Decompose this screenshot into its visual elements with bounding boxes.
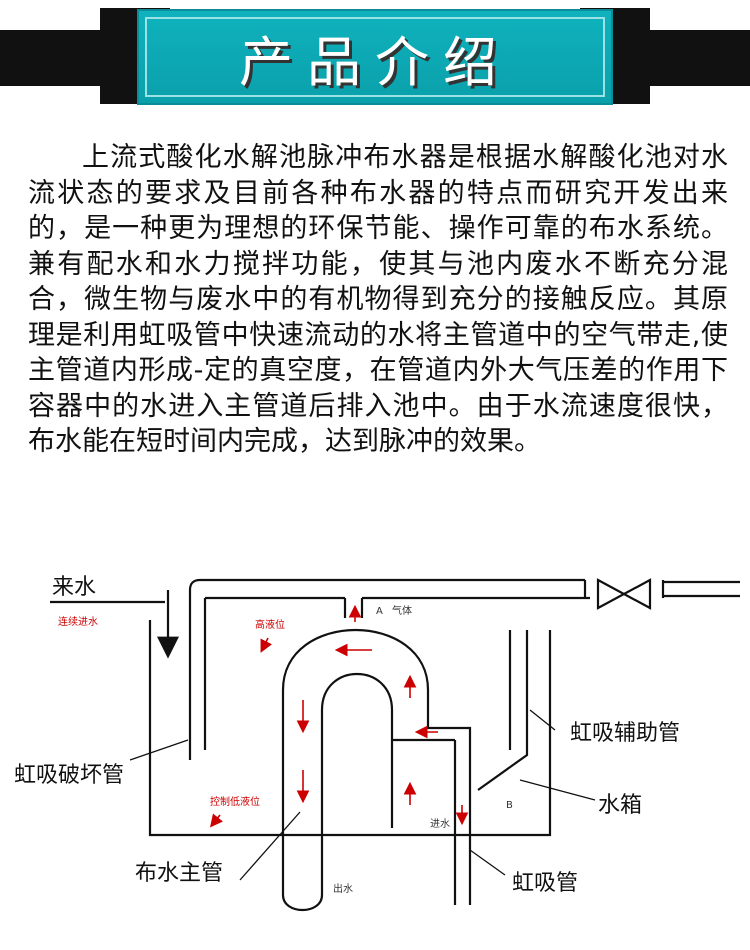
leader-siphon-aux	[529, 709, 556, 731]
label-high-level: 高液位	[255, 618, 285, 631]
main-pipe-outer	[281, 628, 472, 905]
page-title: 产品介绍	[239, 30, 511, 94]
leader-siphon-break	[129, 739, 189, 761]
label-low-level-control: 控制低液位	[210, 795, 260, 808]
label-water-tank: 水箱	[598, 793, 642, 818]
main-pipe-bottom	[281, 870, 324, 911]
label-main-pipe: 布水主管	[135, 861, 223, 886]
label-point-a: A	[376, 606, 383, 617]
label-siphon-break-pipe: 虹吸破坏管	[14, 763, 124, 788]
leader-main-pipe	[239, 811, 301, 881]
leader-water-tank	[519, 779, 596, 801]
label-inlet-water: 进水	[430, 818, 450, 830]
label-point-b: B	[506, 800, 513, 811]
siphon-aux-pipe	[477, 630, 529, 791]
label-siphon-aux-pipe: 虹吸辅助管	[570, 721, 680, 746]
label-continuous-inflow: 连续进水	[58, 615, 98, 628]
label-inflow: 来水	[52, 575, 96, 600]
top-pipe-outer	[188, 578, 585, 591]
high-level-arrow	[260, 637, 273, 653]
intro-paragraph: 上流式酸化水解池脉冲布水器是根据水解酸化池对水流状态的要求及目前各种布水器的特点…	[28, 142, 728, 457]
siphon-diagram: 来水 连续进水 高液位 A 气体 虹吸辅助管 虹吸破坏管 控制低液位 B 水箱 …	[14, 575, 740, 911]
water-tank-outline	[148, 620, 552, 837]
label-gas: 气体	[392, 604, 412, 617]
leader-siphon-pipe	[469, 849, 506, 876]
valve-icon	[596, 578, 652, 610]
header-title-box: 产品介绍	[137, 9, 613, 105]
label-siphon-pipe: 虹吸管	[512, 871, 578, 896]
label-outflow: 出水	[333, 882, 353, 895]
main-pipe-inner	[320, 673, 394, 870]
low-level-arrow	[210, 813, 223, 828]
